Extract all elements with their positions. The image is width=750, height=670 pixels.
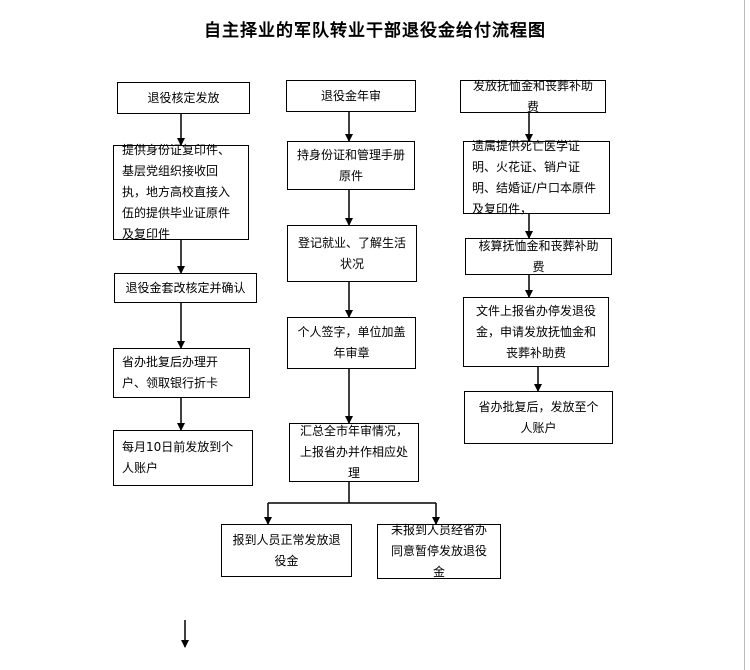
box-mid-header-label: 退役金年审 xyxy=(320,88,381,103)
box-left-step2: 退役金套改核定并确认 xyxy=(114,273,257,303)
box-right-step1: 遗属提供死亡医学证明、火花证、销户证明、结婚证/户口本原件及复印件， xyxy=(463,139,610,216)
box-mid-step3-label: 个人签字，单位加盖年审章 xyxy=(297,325,406,360)
box-mid-branch-a: 报到人员正常发放退役金 xyxy=(221,524,352,577)
box-mid-branch-b: 未报到人员经省办同意暂停发放退役金 xyxy=(377,523,501,579)
box-left-step1-label: 提供身份证复印件、基层党组织接收回执，地方高校直接入伍的提供毕业证原件及复印件 xyxy=(122,143,231,241)
box-mid-step2-label: 登记就业、了解生活状况 xyxy=(297,235,406,271)
box-left-header-label: 退役核定发放 xyxy=(147,90,220,105)
box-right-step3: 文件上报省办停发退役金，申请发放抚恤金和丧葬补助费 xyxy=(463,297,609,367)
box-left-step3-label: 省办批复后办理开户、领取银行折卡 xyxy=(122,355,219,390)
box-left-step4: 每月10日前发放到个人账户 xyxy=(113,430,253,486)
box-mid-branch-b-label: 未报到人员经省办同意暂停发放退役金 xyxy=(390,523,487,579)
box-right-step1-label: 遗属提供死亡医学证明、火花证、销户证明、结婚证/户口本原件及复印件， xyxy=(472,138,597,216)
box-mid-step4-label: 汇总全市年审情况，上报省办并作相应处理 xyxy=(299,424,408,480)
page-edge-line xyxy=(744,0,745,670)
box-left-step4-label: 每月10日前发放到个人账户 xyxy=(122,440,234,475)
box-right-header: 发放抚恤金和丧葬补助费 xyxy=(460,79,606,114)
box-mid-header: 退役金年审 xyxy=(286,80,416,112)
box-mid-step2: 登记就业、了解生活状况 xyxy=(287,225,417,282)
box-right-step2-label: 核算抚恤金和丧葬补助费 xyxy=(478,238,599,274)
box-mid-branch-a-label: 报到人员正常发放退役金 xyxy=(232,532,341,568)
box-mid-step1: 持身份证和管理手册原件 xyxy=(287,141,415,190)
box-right-step2: 核算抚恤金和丧葬补助费 xyxy=(465,238,612,275)
box-left-step3: 省办批复后办理开户、领取银行折卡 xyxy=(113,348,250,398)
box-mid-step1-label: 持身份证和管理手册原件 xyxy=(296,147,405,183)
box-right-step4: 省办批复后，发放至个人账户 xyxy=(464,391,613,444)
box-left-header: 退役核定发放 xyxy=(117,82,250,114)
box-left-step1: 提供身份证复印件、基层党组织接收回执，地方高校直接入伍的提供毕业证原件及复印件 xyxy=(113,143,249,241)
box-mid-step4: 汇总全市年审情况，上报省办并作相应处理 xyxy=(289,423,419,482)
box-mid-step3: 个人签字，单位加盖年审章 xyxy=(287,317,416,369)
box-right-header-label: 发放抚恤金和丧葬补助费 xyxy=(472,78,593,114)
box-left-step2-label: 退役金套改核定并确认 xyxy=(125,280,246,295)
box-right-step4-label: 省办批复后，发放至个人账户 xyxy=(478,399,599,435)
box-right-step3-label: 文件上报省办停发退役金，申请发放抚恤金和丧葬补助费 xyxy=(475,303,596,360)
page-title: 自主择业的军队转业干部退役金给付流程图 xyxy=(204,21,546,41)
